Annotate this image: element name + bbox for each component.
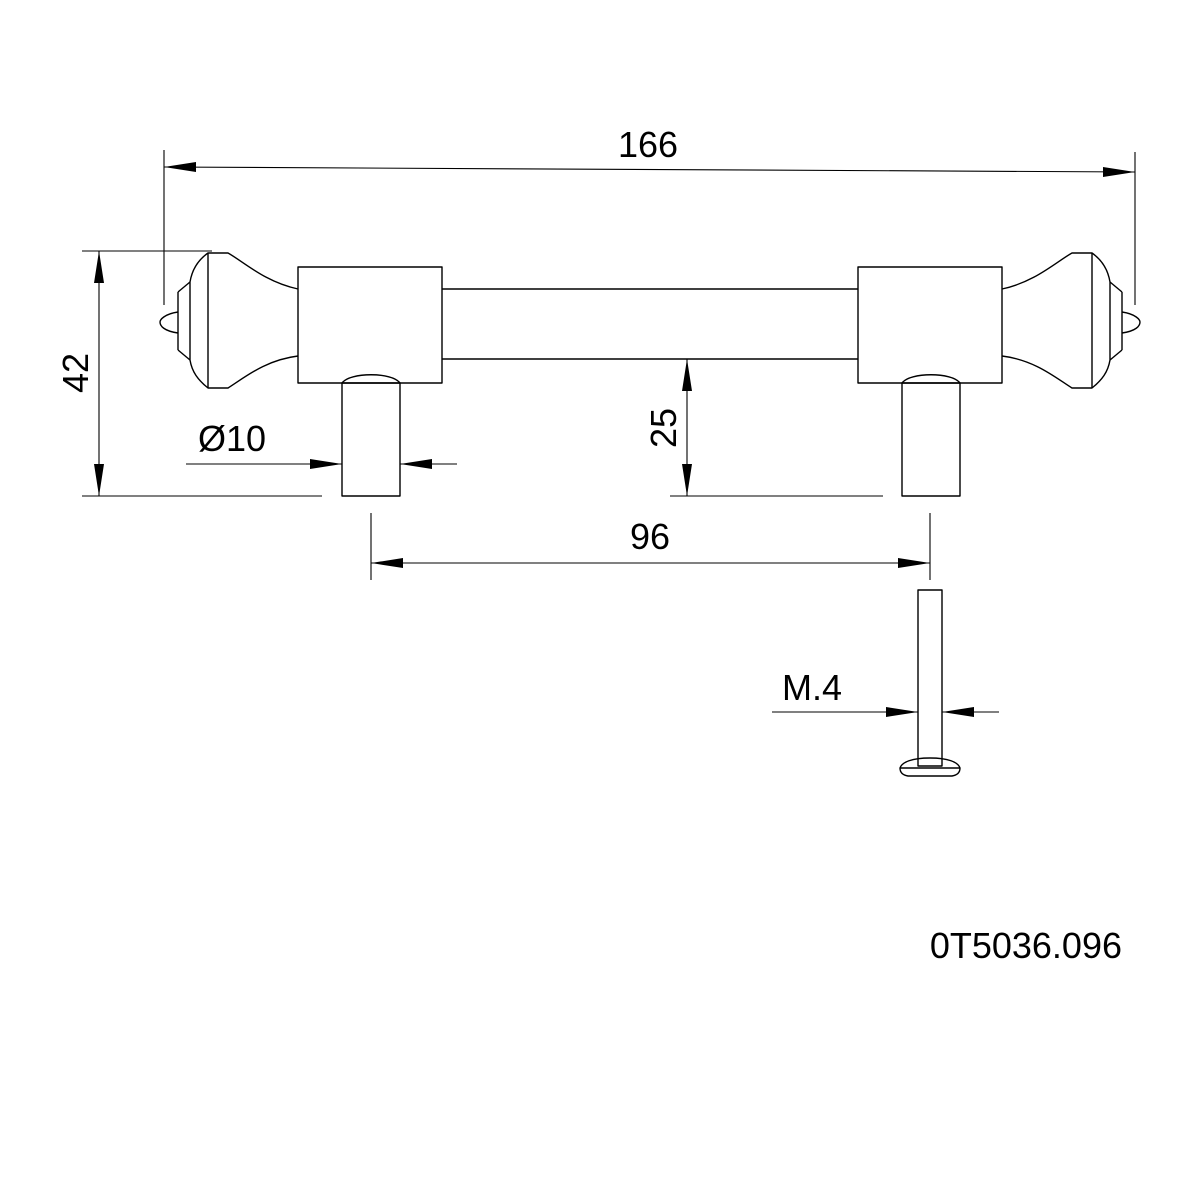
overall-length-label: 166 <box>618 124 678 165</box>
right-leg <box>901 374 961 497</box>
overall-length-dimension <box>163 150 1136 305</box>
diameter-label: Ø10 <box>198 418 266 459</box>
diameter-dimension <box>186 459 457 469</box>
handle-front-view <box>159 252 1141 497</box>
left-standoff-block <box>297 266 443 384</box>
clearance-label: 25 <box>643 408 684 448</box>
screw-label: M.4 <box>782 667 842 708</box>
part-number: 0T5036.096 <box>930 925 1122 966</box>
handle-bar <box>442 288 858 360</box>
right-end-cap <box>1001 252 1141 389</box>
screw-drawing <box>899 589 961 777</box>
clearance-dimension <box>670 359 883 497</box>
left-leg <box>341 374 401 497</box>
left-end-cap <box>159 252 299 389</box>
right-standoff-block <box>857 266 1003 384</box>
hole-spacing-dimension <box>370 513 931 580</box>
screw-dimension <box>772 707 999 717</box>
height-dimension <box>82 250 322 497</box>
height-label: 42 <box>55 353 96 393</box>
hole-spacing-label: 96 <box>630 516 670 557</box>
